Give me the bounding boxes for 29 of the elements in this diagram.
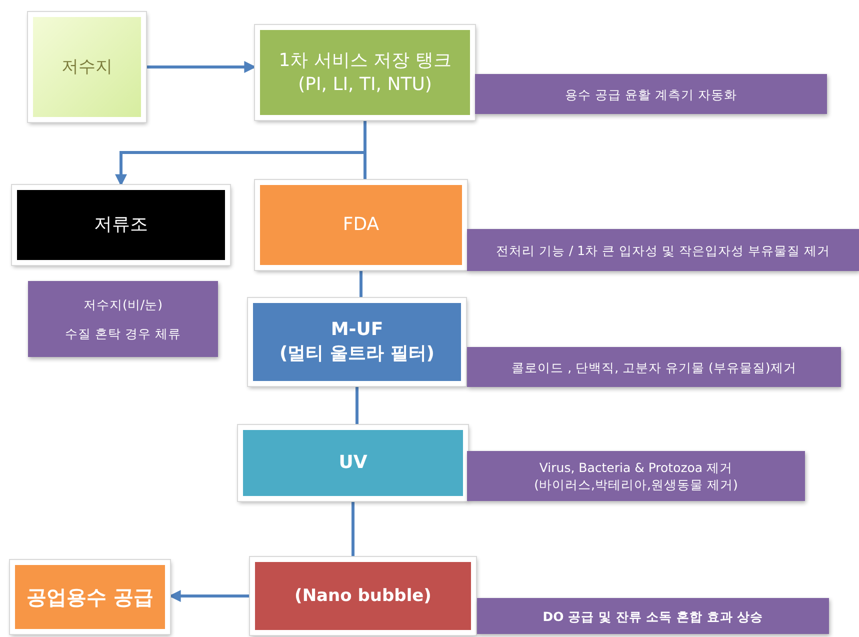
node-text: 공업용수 공급: [26, 585, 154, 609]
arrow: [146, 61, 256, 73]
node-text: FDA: [342, 214, 380, 236]
node-text: 저수지: [62, 56, 112, 78]
node-text: 콜로이드 , 단백직, 고분자 유기물 (부유물질)제거: [512, 360, 796, 374]
node-text: (PI, LI, TI, NTU): [298, 74, 432, 96]
node-text: M-UF: [330, 319, 384, 341]
connector-line: [360, 270, 362, 298]
note-box: [467, 451, 805, 501]
note-box: [467, 347, 841, 387]
node-text: (바이러스,박테리아,원생동물 제거): [534, 477, 738, 492]
node-text: 저류조: [94, 214, 148, 236]
connector-line: [356, 386, 358, 425]
note-box: [477, 598, 829, 634]
node-text: (멀티 울트라 필터): [280, 343, 434, 365]
arrow: [168, 590, 250, 602]
node-text: 전처리 기능 / 1차 큰 입자성 및 작은입자성 부유물질 제거: [496, 242, 830, 258]
node-text: 저수지(비/눈): [84, 297, 162, 312]
node-text: 용수 공급 윤활 계측기 자동화: [565, 86, 737, 102]
node-text: 1차 서비스 저장 탱크: [278, 50, 452, 72]
note-box: [467, 229, 859, 271]
node-text: (Nano bubble): [294, 586, 432, 606]
node-text: DO 공급 및 잔류 소독 혼합 효과 상승: [542, 608, 764, 624]
note-box: [28, 281, 218, 357]
note-box: [475, 74, 827, 114]
node-text: UV: [338, 452, 368, 474]
connector-line: [352, 501, 354, 557]
node-text: 수질 혼탁 경우 체류: [65, 326, 181, 341]
node-text: Virus, Bacteria & Protozoa 제거: [539, 460, 733, 475]
